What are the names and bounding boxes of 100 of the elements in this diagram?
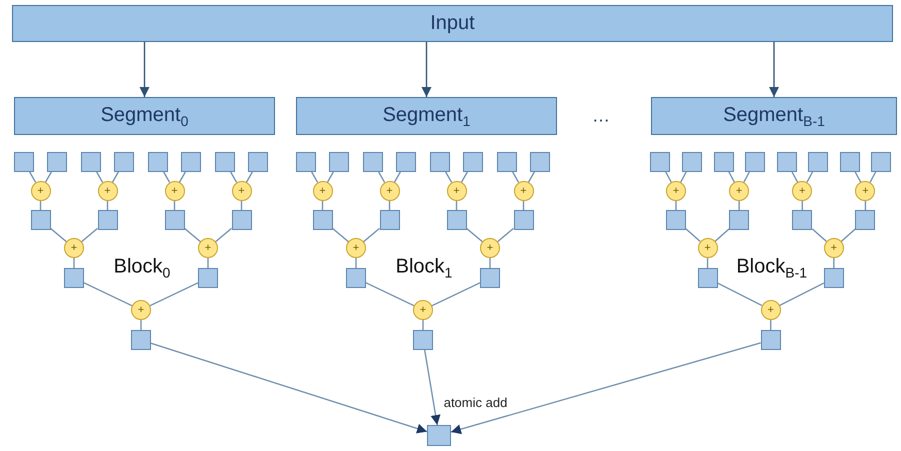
connector-line (355, 258, 357, 268)
connector-line (215, 228, 232, 242)
value-square (98, 210, 118, 230)
connector-line (870, 172, 876, 182)
value-square (215, 152, 235, 172)
connector-line (96, 172, 104, 183)
connector-line (792, 172, 798, 182)
value-square (14, 152, 34, 172)
value-square (650, 152, 670, 172)
value-square (312, 210, 332, 230)
connector-line (512, 172, 520, 183)
value-square (760, 330, 781, 350)
value-square (808, 152, 828, 172)
connector-line (29, 172, 36, 183)
connector-line (140, 320, 142, 330)
value-square (427, 425, 451, 446)
connector-line (770, 320, 772, 330)
value-square (30, 210, 50, 230)
adder-circle: + (380, 181, 400, 201)
value-square (480, 268, 500, 288)
connector-line (207, 258, 209, 268)
connector-line (714, 228, 730, 242)
adder-circle: + (792, 181, 812, 201)
adder-circle: + (413, 300, 433, 320)
bar-box: Segment$_{1}$ (296, 97, 557, 135)
value-square (714, 152, 734, 172)
value-square (181, 152, 201, 172)
arrow (140, 42, 150, 97)
connector-line (246, 172, 253, 183)
connector-line (230, 172, 238, 183)
adder-circle: + (666, 181, 686, 201)
value-square (81, 152, 101, 172)
value-square (776, 152, 797, 172)
connector-line (528, 172, 535, 183)
connector-line (326, 172, 334, 183)
connector-line (178, 172, 186, 183)
connector-line (743, 172, 750, 182)
connector-line (686, 228, 700, 242)
value-square (64, 268, 84, 288)
connector-line (84, 282, 132, 306)
connector-line (184, 228, 201, 242)
adder-circle: + (232, 181, 252, 201)
value-square (514, 210, 534, 230)
connector-line (728, 172, 735, 182)
arrow (422, 42, 432, 97)
connector-line (717, 282, 762, 306)
connector-line (44, 172, 52, 183)
connector-line (680, 172, 687, 182)
adder-circle: + (312, 181, 332, 201)
adder-circle: + (480, 238, 500, 258)
block-label: Block$_{B-1}$ (736, 256, 808, 280)
value-square (666, 210, 686, 230)
connector-line (394, 172, 401, 183)
connector-line (466, 228, 483, 242)
adder-circle: + (198, 238, 218, 258)
value-square (413, 330, 433, 350)
arrow (150, 342, 428, 434)
adder-circle: + (514, 181, 534, 201)
connector-line (81, 228, 98, 242)
connector-line (779, 282, 824, 306)
connector-line (489, 258, 491, 268)
value-square (682, 152, 702, 172)
value-square (198, 268, 218, 288)
value-square (824, 268, 844, 288)
connector-line (854, 172, 862, 182)
connector-line (432, 282, 480, 306)
value-square (530, 152, 550, 172)
value-square (232, 210, 252, 230)
connector-line (50, 228, 67, 242)
value-square (363, 152, 383, 172)
value-square (329, 152, 349, 172)
connector-line (422, 320, 424, 330)
adder-circle: + (446, 181, 466, 201)
value-square (840, 152, 860, 172)
bar-box: Input (12, 5, 893, 42)
connector-line (366, 282, 414, 306)
connector-line (73, 258, 75, 268)
connector-line (812, 228, 827, 242)
value-square (446, 210, 466, 230)
adder-circle: + (164, 181, 184, 201)
value-square (855, 210, 876, 230)
value-square (131, 330, 151, 350)
edge-label: atomic add (442, 395, 510, 410)
adder-circle: + (760, 300, 781, 320)
connector-line (163, 172, 170, 183)
value-square (497, 152, 517, 172)
value-square (164, 210, 184, 230)
adder-circle: + (346, 238, 366, 258)
adder-circle: + (64, 238, 84, 258)
connector-line (150, 282, 198, 306)
adder-circle: + (824, 238, 844, 258)
connector-line (363, 228, 380, 242)
arrow (424, 350, 441, 426)
value-square (729, 210, 750, 230)
connector-line (497, 228, 514, 242)
value-square (698, 268, 718, 288)
value-square (380, 210, 400, 230)
connector-line (445, 172, 452, 183)
value-square (744, 152, 765, 172)
connector-line (112, 172, 119, 183)
